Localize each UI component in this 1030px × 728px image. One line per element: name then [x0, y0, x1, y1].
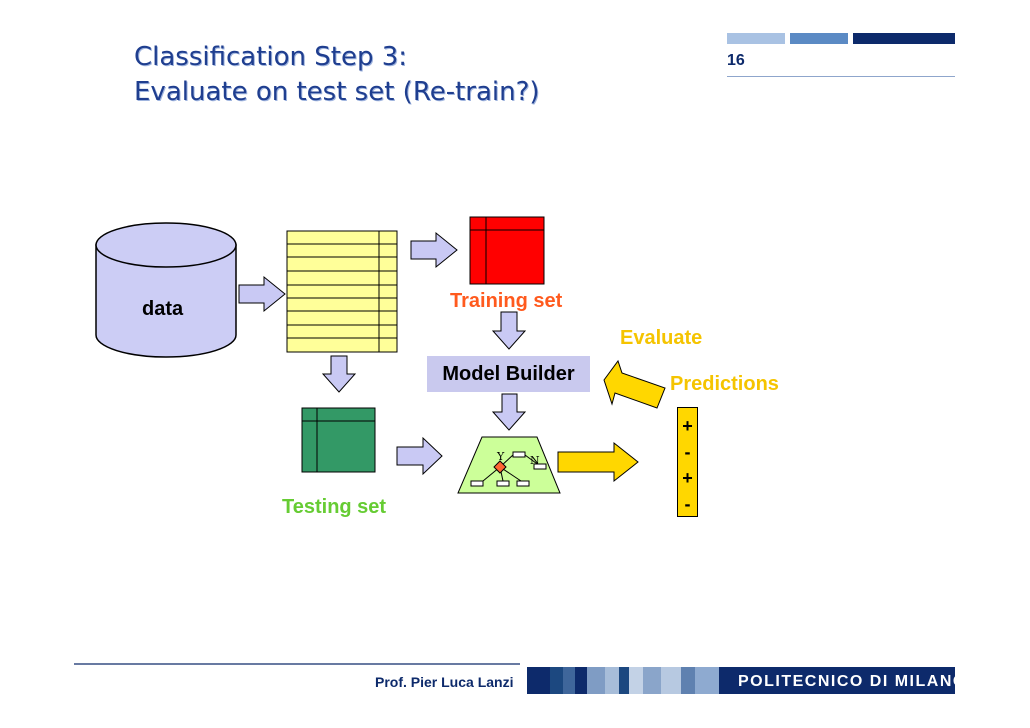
footer-mosaic: [527, 667, 955, 694]
tree-yes-label: Y: [497, 450, 505, 463]
page-number: 16: [727, 52, 745, 69]
footer-author: Prof. Pier Luca Lanzi: [375, 674, 514, 690]
header-bar-light: [727, 33, 785, 44]
header-rule: [727, 76, 955, 77]
slide-title-line-2: Evaluate on test set (Re-train?): [134, 77, 540, 107]
decision-tree-model: [457, 436, 561, 494]
testing-set-block: [301, 407, 376, 473]
arrow-data-to-table: [238, 275, 286, 313]
evaluate-label: Evaluate: [620, 327, 703, 349]
testing-set-label: Testing set: [282, 496, 387, 518]
arrow-table-to-training: [410, 231, 458, 269]
header-bar-dark: [853, 33, 955, 44]
data-cylinder: [95, 222, 237, 358]
prediction-4: -: [684, 494, 691, 514]
training-set-block: [469, 216, 545, 285]
data-label: data: [142, 298, 184, 320]
footer-institution: POLITECNICO DI MILANO: [738, 673, 967, 690]
arrow-evaluate: [603, 359, 666, 409]
predictions-box: + - + -: [677, 407, 698, 517]
predictions-label: Predictions: [670, 373, 779, 395]
arrow-table-to-testing: [321, 355, 357, 393]
training-set-label: Training set: [450, 290, 563, 312]
arrow-training-to-builder: [491, 311, 527, 350]
header-bar-mid: [790, 33, 848, 44]
prediction-1: +: [682, 416, 693, 436]
prediction-3: +: [682, 468, 693, 488]
slide-title-line-1: Classification Step 3:: [134, 42, 408, 72]
model-builder-label: Model Builder: [442, 363, 575, 385]
arrow-testing-to-model: [396, 436, 443, 476]
model-builder-box: Model Builder: [427, 356, 590, 392]
arrow-builder-to-tree: [491, 393, 527, 431]
data-table: [286, 230, 398, 353]
tree-no-label: N: [530, 454, 540, 467]
arrow-model-to-predictions: [557, 441, 639, 483]
prediction-2: -: [684, 442, 691, 462]
